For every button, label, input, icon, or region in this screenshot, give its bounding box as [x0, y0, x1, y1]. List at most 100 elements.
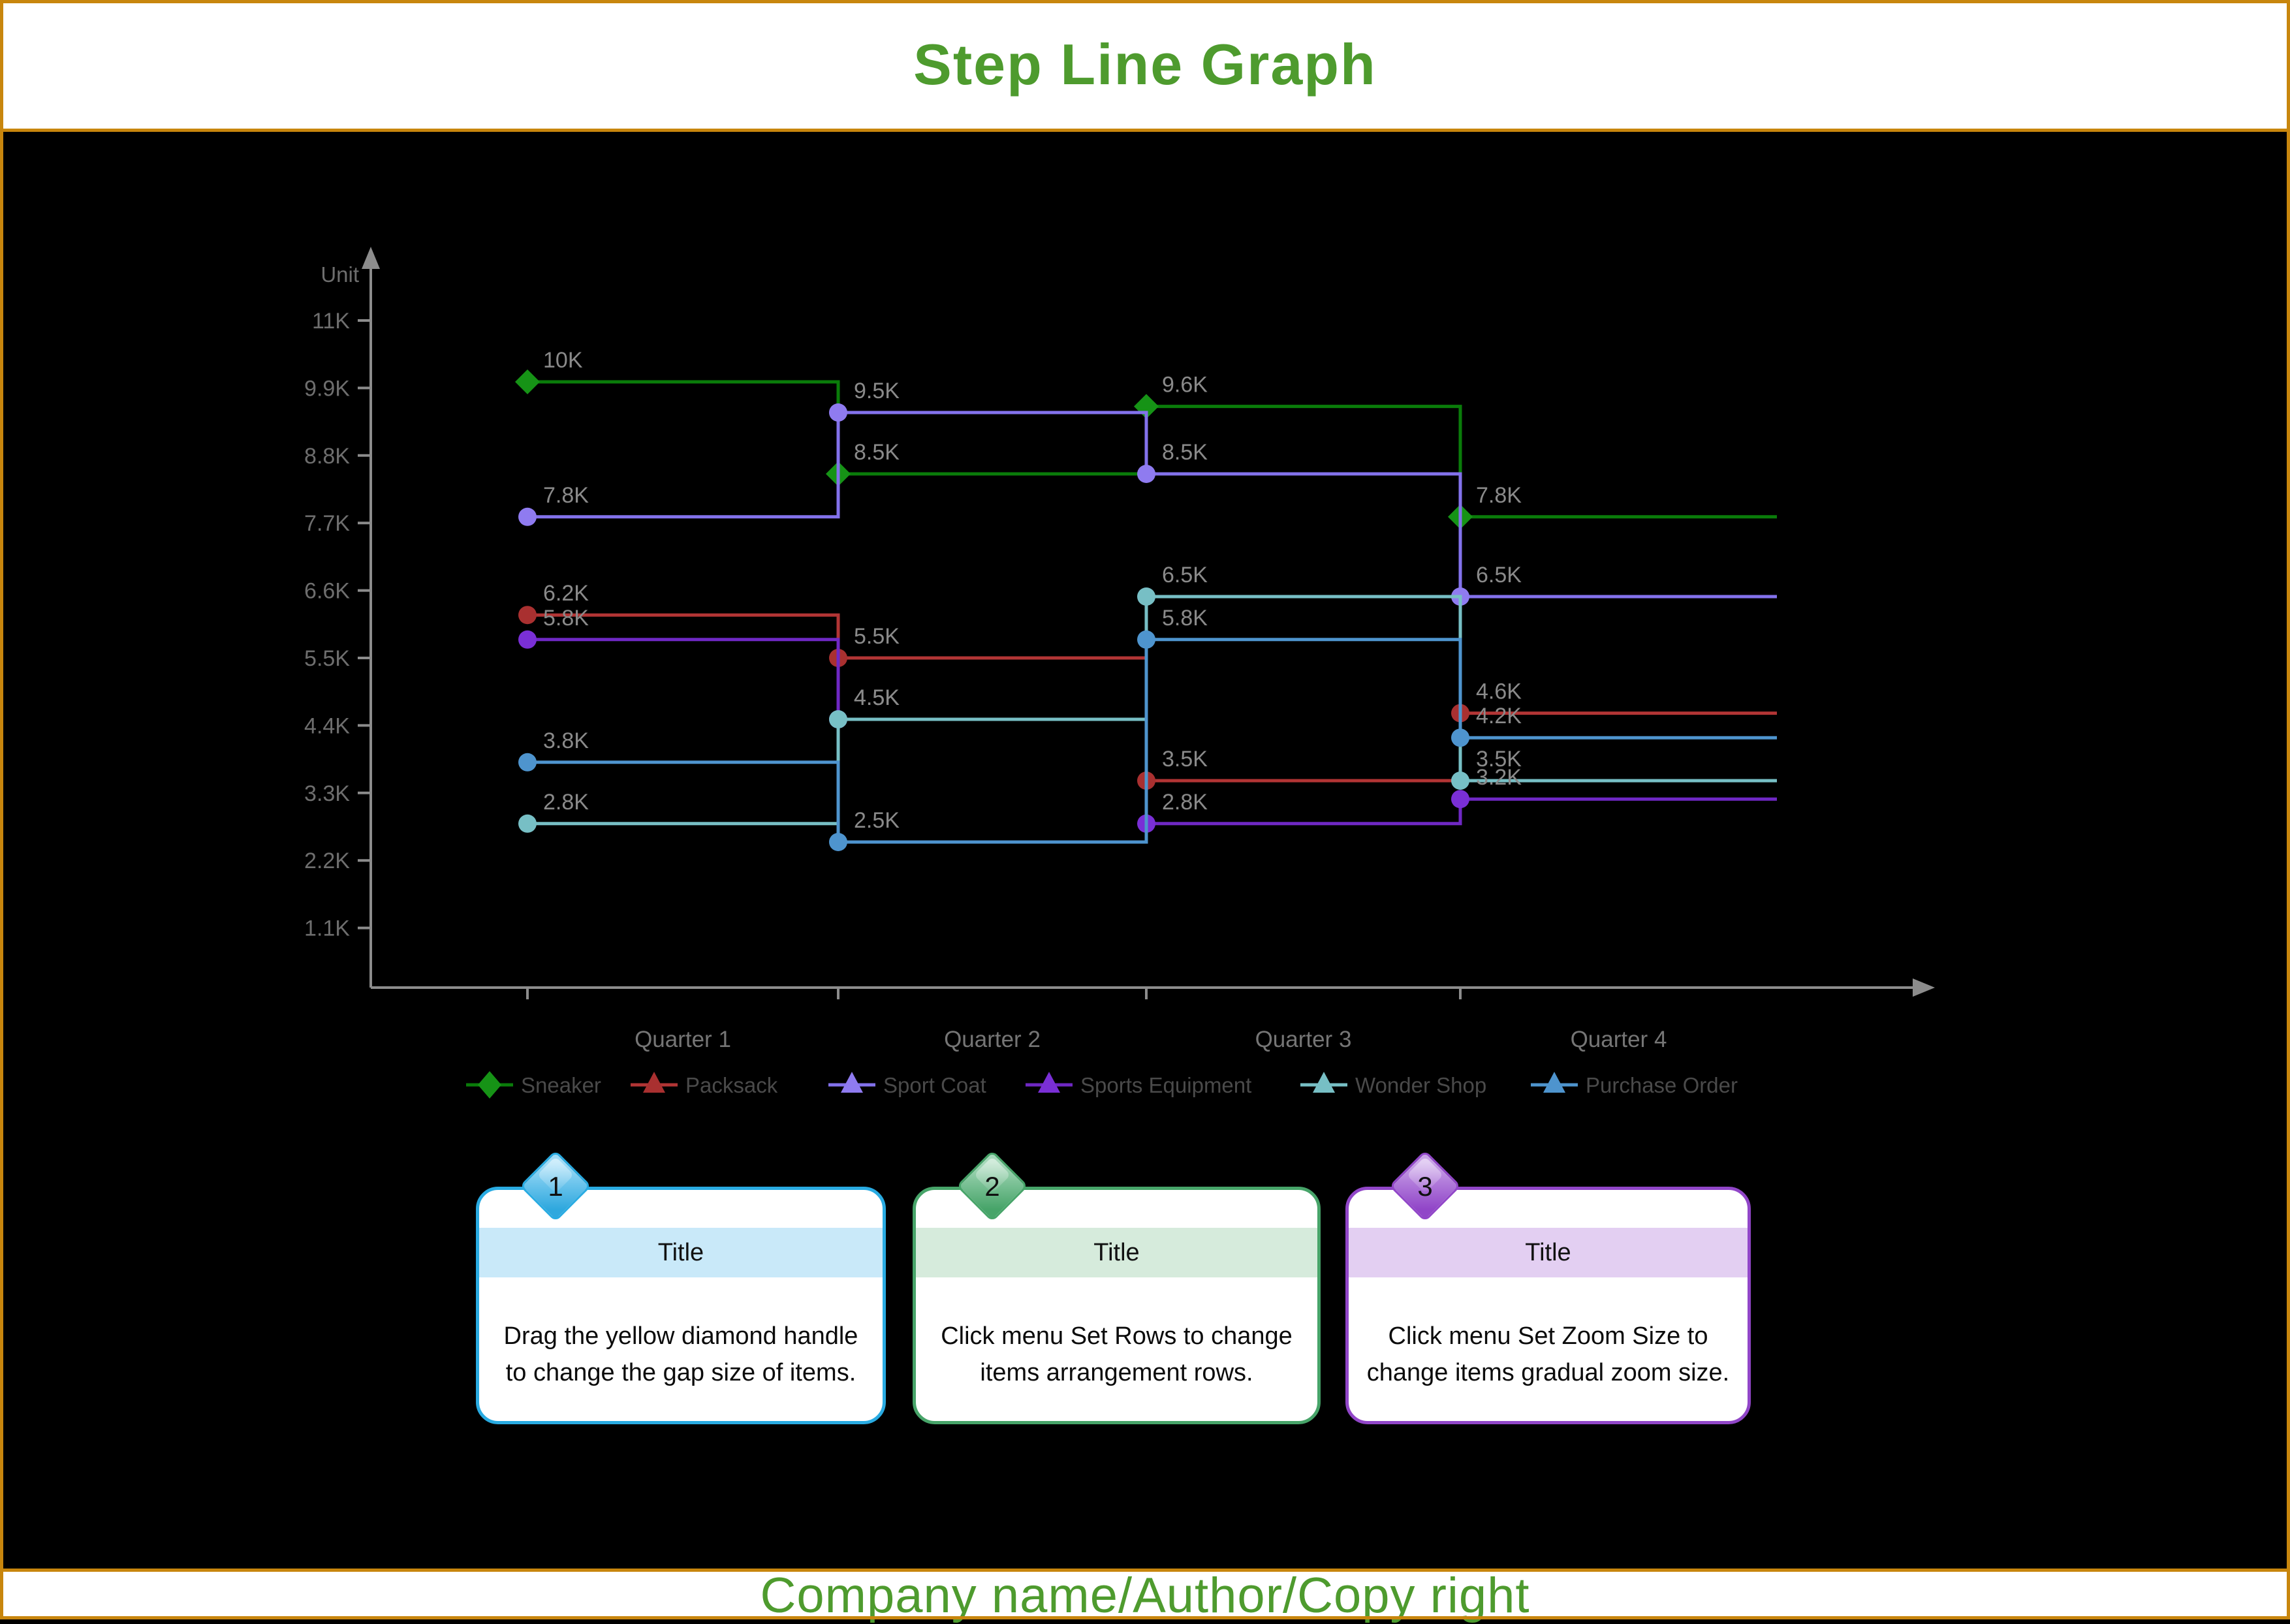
legend-triangle-icon — [841, 1072, 863, 1093]
callout-1-title-band: Title — [479, 1228, 883, 1277]
y-tick-label: 6.6K — [304, 579, 350, 604]
data-point-marker — [515, 369, 540, 394]
callout-3-body: Click menu Set Zoom Size to change items… — [1366, 1322, 1730, 1386]
footer: Company name/Author/Copy right — [0, 1568, 2290, 1623]
series-line — [527, 638, 1777, 826]
callout-3-number: 3 — [1417, 1171, 1433, 1202]
callout-2-card: Title Click menu Set Rows to change item… — [913, 1187, 1321, 1424]
data-point-marker — [1137, 465, 1155, 483]
x-axis-arrow — [1913, 978, 1935, 997]
y-tick-label: 9.9K — [304, 376, 350, 401]
legend-label: Purchase Order — [1586, 1073, 1738, 1097]
legend-label: Wonder Shop — [1355, 1073, 1486, 1097]
legend-item-packsack: Packsack — [631, 1072, 778, 1097]
callout-1-number-badge: 1 — [519, 1145, 592, 1227]
x-category-label: Quarter 4 — [1571, 1027, 1667, 1052]
page-title: Step Line Graph — [913, 31, 1377, 97]
y-tick-label: 4.4K — [304, 713, 350, 738]
header: Step Line Graph — [0, 0, 2290, 132]
legend-item-sneaker: Sneaker — [466, 1071, 601, 1099]
y-axis-title: Unit — [321, 262, 359, 287]
callout-2-title: Title — [1093, 1238, 1140, 1266]
legend-label: Sports Equipment — [1080, 1073, 1251, 1097]
data-point-label: 4.5K — [854, 685, 900, 710]
legend-item-sport-coat: Sport Coat — [828, 1072, 986, 1097]
legend-label: Sneaker — [521, 1073, 601, 1097]
data-point-marker — [518, 507, 537, 526]
data-point-marker — [1451, 772, 1469, 790]
data-point-marker — [518, 753, 537, 772]
footer-text: Company name/Author/Copy right — [760, 1568, 1530, 1623]
y-tick-label: 1.1K — [304, 916, 350, 941]
data-point-label: 6.2K — [543, 581, 589, 606]
data-point-label: 8.5K — [854, 440, 900, 465]
data-point-marker — [1137, 630, 1155, 649]
data-point-marker — [829, 403, 847, 422]
legend-triangle-icon — [1543, 1072, 1565, 1093]
series-line — [527, 411, 1777, 599]
callout-1-card: Title Drag the yellow diamond handle to … — [476, 1187, 886, 1424]
data-point-label: 5.5K — [854, 624, 900, 649]
data-point-label: 7.8K — [543, 483, 589, 508]
data-point-label: 9.6K — [1162, 373, 1208, 398]
callout-2-title-band: Title — [916, 1228, 1317, 1277]
legend-label: Packsack — [685, 1073, 778, 1097]
data-point-label: 3.5K — [1162, 747, 1208, 772]
y-tick-label: 8.8K — [304, 444, 350, 469]
data-point-label: 5.8K — [1162, 606, 1208, 631]
y-tick-label: 2.2K — [304, 849, 350, 873]
data-point-label: 6.5K — [1476, 563, 1522, 587]
data-point-label: 8.5K — [1162, 440, 1208, 465]
callout-2-body: Click menu Set Rows to change items arra… — [941, 1322, 1293, 1386]
data-point-label: 2.8K — [1162, 790, 1208, 815]
callout-1-title: Title — [657, 1238, 704, 1266]
callout-1-number: 1 — [548, 1171, 563, 1202]
callout-1: Title Drag the yellow diamond handle to … — [476, 1149, 886, 1424]
data-point-label: 4.5K — [854, 685, 900, 710]
callout-3-number-badge: 3 — [1388, 1145, 1462, 1227]
series-line — [527, 595, 1777, 826]
x-category-label: Quarter 2 — [944, 1027, 1041, 1052]
x-category-label: Quarter 1 — [635, 1027, 731, 1052]
data-point-marker — [1451, 790, 1469, 809]
data-point-label: 4.6K — [1476, 679, 1522, 704]
callout-3-card: Title Click menu Set Zoom Size to change… — [1345, 1187, 1751, 1424]
data-point-label: 4.2K — [1476, 704, 1522, 728]
legend-item-purchase-order: Purchase Order — [1531, 1072, 1738, 1097]
data-point-label: 3.2K — [1476, 765, 1522, 790]
callout-2-number-badge: 2 — [956, 1145, 1029, 1227]
data-point-label: 9.5K — [854, 379, 900, 403]
data-point-label: 2.5K — [854, 808, 900, 833]
legend-item-wonder-shop: Wonder Shop — [1300, 1072, 1486, 1097]
legend-triangle-icon — [1313, 1072, 1335, 1093]
x-category-label: Quarter 3 — [1255, 1027, 1352, 1052]
data-point-marker — [829, 710, 847, 728]
legend-item-sports-equipment: Sports Equipment — [1026, 1072, 1251, 1097]
data-point-marker — [1137, 587, 1155, 606]
callout-2-number: 2 — [984, 1171, 1000, 1202]
series-sport-coat — [518, 403, 1777, 606]
data-point-label: 2.8K — [543, 790, 589, 815]
data-point-marker — [829, 833, 847, 851]
data-point-marker — [518, 630, 537, 649]
legend-label: Sport Coat — [883, 1073, 986, 1097]
y-axis-arrow — [362, 247, 380, 269]
series-purchase-order — [518, 630, 1777, 851]
data-point-label: 3.5K — [1476, 747, 1522, 772]
y-tick-label: 5.5K — [304, 646, 350, 671]
legend-diamond-icon — [478, 1071, 501, 1099]
data-point-label: 3.8K — [543, 728, 589, 753]
data-point-marker — [518, 606, 537, 625]
data-point-label: 7.8K — [1476, 483, 1522, 508]
data-point-label: 10K — [543, 348, 583, 373]
callout-3: Title Click menu Set Zoom Size to change… — [1345, 1149, 1751, 1424]
callout-2: Title Click menu Set Rows to change item… — [913, 1149, 1321, 1424]
series-line — [527, 638, 1777, 844]
data-point-marker — [1451, 728, 1469, 747]
data-point-label: 5.8K — [543, 606, 589, 631]
data-point-marker — [518, 814, 537, 833]
data-point-label: 6.5K — [1162, 563, 1208, 587]
legend-triangle-icon — [643, 1072, 665, 1093]
